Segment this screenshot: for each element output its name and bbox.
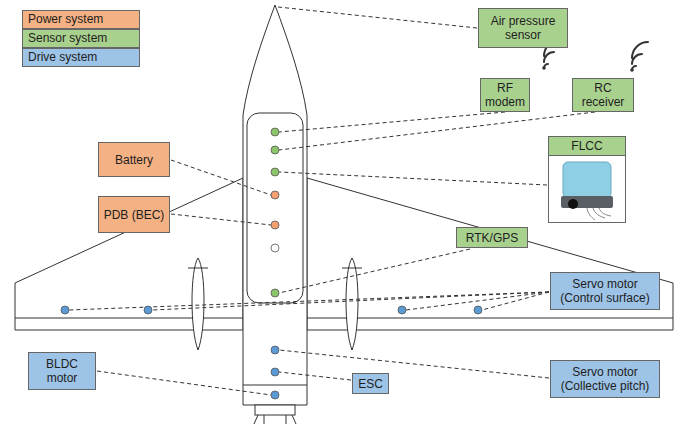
sensor-box: RC receiver (572, 78, 634, 112)
device-picture (549, 156, 625, 222)
sensor-dot (271, 289, 279, 297)
box-header: FLCC (549, 137, 625, 156)
leader-line (279, 350, 549, 378)
wireless-dot (630, 68, 634, 72)
fuselage (243, 5, 307, 405)
node-label: Servo motor (Control surface) (555, 277, 655, 305)
drive-dot (271, 346, 279, 354)
node-label: PDB (BEC) (104, 208, 165, 222)
fuselage-line (243, 385, 307, 386)
drive-dot (271, 368, 279, 376)
drive-box: BLDC motor (28, 352, 96, 390)
leader-line (171, 160, 271, 195)
node-label: ESC (358, 377, 383, 391)
node-label: Battery (115, 153, 153, 167)
empty-dot (271, 244, 279, 252)
node-label: Air pressure sensor (483, 14, 563, 42)
legend-label: Power system (28, 12, 103, 26)
sensor-box: RF modem (480, 78, 530, 112)
leader-line (279, 249, 470, 293)
sensor-box: RTK/GPS (456, 227, 528, 248)
drive-dot (271, 391, 279, 399)
wireless-dot (542, 66, 546, 70)
node-label: RTK/GPS (466, 231, 518, 245)
leader-line (171, 214, 271, 225)
legend-label: Sensor system (28, 31, 107, 45)
node-label: BLDC motor (33, 357, 91, 385)
node-label: Servo motor (Collective pitch) (555, 365, 655, 393)
left-wing (15, 178, 243, 330)
wing-line (15, 318, 243, 319)
power-box: PDB (BEC) (98, 196, 170, 233)
leader-line (279, 112, 505, 132)
legend-swatch: Drive system (22, 48, 140, 67)
node-label: RC receiver (577, 81, 629, 109)
drive-dot (474, 306, 482, 314)
legend-swatch: Sensor system (22, 29, 140, 48)
wing-line (307, 318, 673, 319)
sensor-box: Air pressure sensor (478, 8, 568, 48)
leader-line (97, 371, 271, 395)
power-dot (271, 191, 279, 199)
node-label: FLCC (571, 139, 602, 153)
leader-line (152, 292, 549, 310)
leader-line (482, 292, 549, 310)
drive-box: ESC (352, 373, 389, 394)
right-nacelle (346, 258, 358, 350)
left-nacelle (192, 258, 204, 350)
wireless-icon (632, 42, 648, 70)
leader-line (278, 7, 477, 28)
tail (255, 405, 295, 415)
power-box: Battery (98, 142, 170, 177)
sensor-dot (271, 146, 279, 154)
sensor-dot (271, 128, 279, 136)
drive-dot (398, 306, 406, 314)
drive-box: Servo motor (Collective pitch) (550, 360, 660, 398)
sensor-dot (271, 168, 279, 176)
drive-dot (144, 306, 152, 314)
leader-line (279, 372, 351, 380)
hatch-panel (247, 113, 303, 303)
legend-swatch: Power system (22, 10, 140, 29)
node-label: RF modem (485, 81, 525, 109)
controller-box: FLCC (548, 136, 626, 223)
legend-label: Drive system (28, 50, 97, 64)
leader-line (279, 172, 547, 185)
drive-box: Servo motor (Control surface) (550, 272, 660, 310)
power-dot (271, 221, 279, 229)
drive-dot (61, 306, 69, 314)
tail-fins (254, 415, 296, 424)
